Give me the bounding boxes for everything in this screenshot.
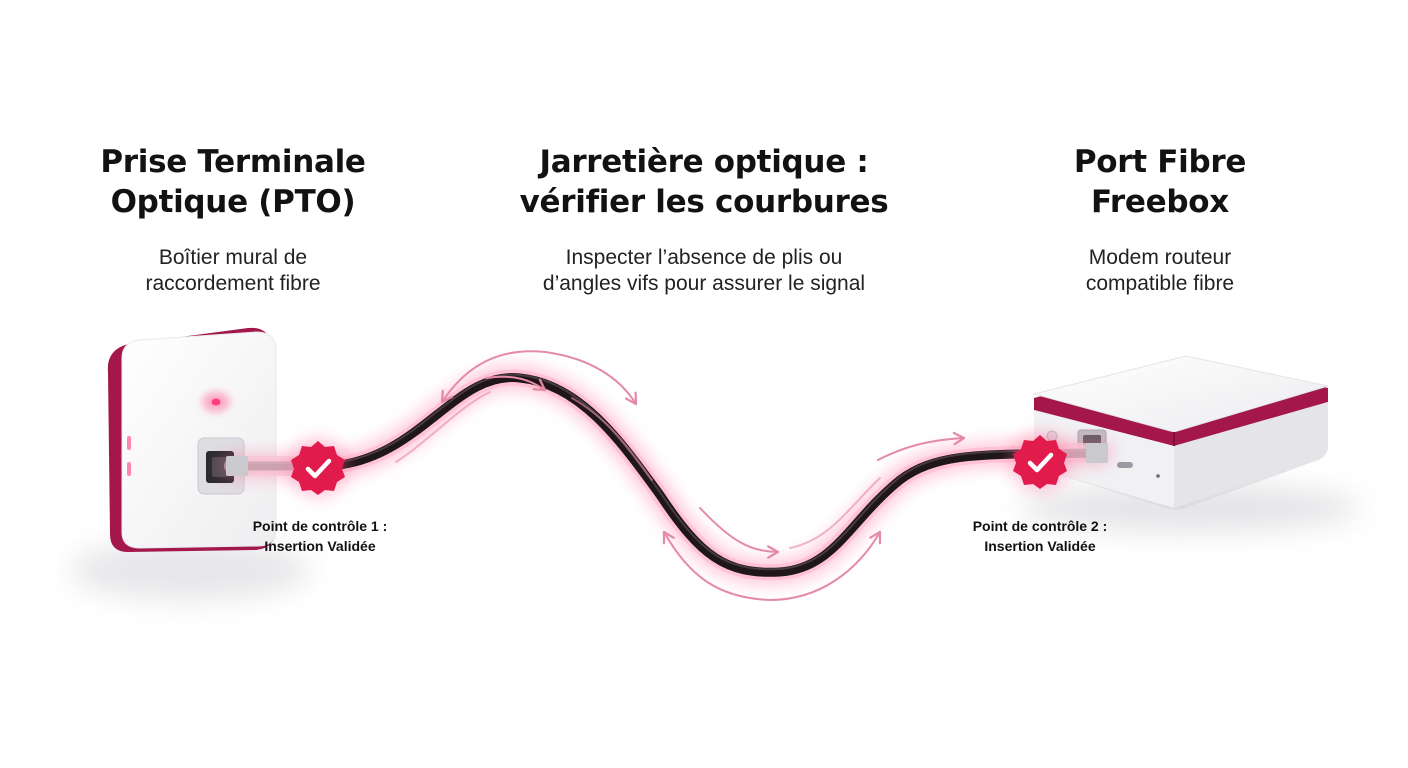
freebox-title-line1: Port Fibre: [1073, 144, 1247, 180]
fiber-optic-cable: [219, 364, 1113, 586]
pto-title-line2: Optique (PTO): [110, 184, 356, 220]
cable-subtitle: Inspecter l’absence de plis ou d’angles …: [474, 245, 934, 297]
pto-subtitle-line1: Boîtier mural de: [158, 246, 308, 269]
freebox-title: Port Fibre Freebox: [1040, 142, 1280, 222]
pto-title-line1: Prise Terminale: [100, 144, 366, 180]
checkpoint-1-label: Point de contrôle 1 : Insertion Validée: [210, 516, 430, 556]
freebox-subtitle-line1: Modem routeur: [1088, 246, 1232, 269]
freebox-subtitle-line2: compatible fibre: [1085, 272, 1235, 295]
checkpoint-1-line2: Insertion Validée: [264, 538, 376, 554]
checkpoint-2-check-badge-icon: [1010, 432, 1070, 492]
pto-subtitle-line2: raccordement fibre: [145, 272, 321, 295]
cable-subtitle-line1: Inspecter l’absence de plis ou: [565, 246, 843, 269]
pto-subtitle: Boîtier mural de raccordement fibre: [92, 245, 374, 297]
cable-title-line1: Jarretière optique :: [539, 144, 869, 180]
checkpoint-2-line2: Insertion Validée: [984, 538, 1096, 554]
pto-title: Prise Terminale Optique (PTO): [92, 142, 374, 222]
cable-title: Jarretière optique : vérifier les courbu…: [474, 142, 934, 222]
freebox-title-line2: Freebox: [1091, 184, 1229, 220]
freebox-subtitle: Modem routeur compatible fibre: [1040, 245, 1280, 297]
checkpoint-1-line1: Point de contrôle 1 :: [252, 518, 388, 534]
bend-direction-arrows: [395, 350, 966, 602]
checkpoint-2-line1: Point de contrôle 2 :: [972, 518, 1108, 534]
cable-title-line2: vérifier les courbures: [519, 184, 889, 220]
cable-subtitle-line2: d’angles vifs pour assurer le signal: [542, 272, 866, 295]
checkpoint-1-check-badge-icon: [288, 438, 348, 498]
checkpoint-2-label: Point de contrôle 2 : Insertion Validée: [930, 516, 1150, 556]
